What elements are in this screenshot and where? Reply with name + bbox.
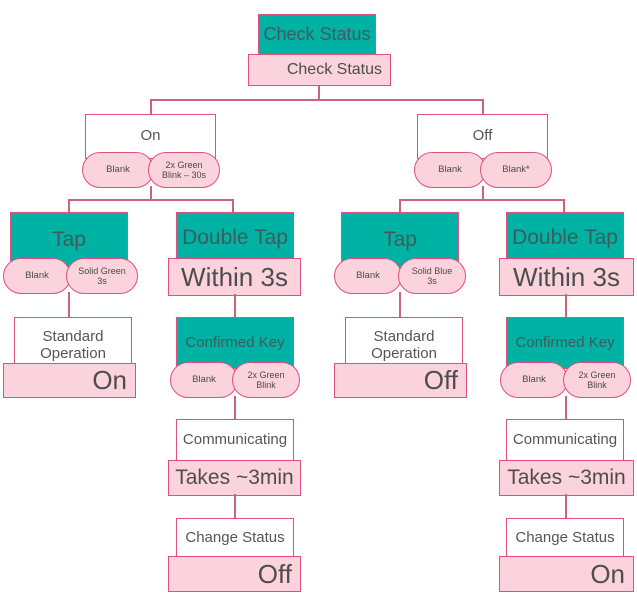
col-on-dt-value: Within 3s (168, 258, 301, 296)
col-off-tap-pill-left: Blank (334, 258, 402, 294)
col-on-dt-step2-header: Confirmed Key (176, 317, 294, 369)
col-off-dt-pill-left: Blank (500, 362, 568, 398)
branch-on-pill-right-line2: Blink – 30s (161, 170, 207, 180)
col-on-dt-pill-left: Blank (170, 362, 238, 398)
root-value: Check Status (248, 54, 391, 86)
col-off-tap-pill-right: Solid Blue 3s (398, 258, 466, 294)
col-off-tap-step2-value: Off (334, 363, 467, 398)
connector-off-tap-down (399, 292, 401, 318)
connector-on-tap-down (68, 292, 70, 318)
branch-on-pill-left: Blank (82, 152, 154, 188)
connector-off-split (399, 199, 565, 201)
connector-to-on (150, 99, 152, 114)
connector-on-down (150, 186, 152, 200)
connector-on-to-doubletap (232, 199, 234, 212)
col-off-tap-pill-right-line2: 3s (427, 276, 437, 286)
connector-root-split (150, 99, 484, 101)
col-on-tap-step2-line2: Operation (40, 344, 106, 362)
col-on-dt-pill-right-line2: Blink (256, 380, 276, 390)
col-off-dt-pill-right-line1: 2x Green (578, 369, 616, 380)
connector-off-to-doubletap (563, 199, 565, 212)
col-on-dt-pill-right-line1: 2x Green (247, 369, 285, 380)
col-on-dt-step4-header: Change Status (176, 518, 294, 559)
branch-on-pill-right: 2x Green Blink – 30s (148, 152, 220, 188)
branch-off-pill-right: Blank* (480, 152, 552, 188)
col-off-dt-value: Within 3s (499, 258, 634, 296)
connector-on-to-tap (68, 199, 70, 212)
col-on-dt-step4-value: Off (168, 556, 301, 592)
col-off-dt-step3-header: Communicating (506, 419, 624, 461)
connector-off-dt-down (565, 294, 567, 318)
col-off-dt-step3-value: Takes ~3min (499, 460, 634, 496)
connector-off-down (482, 186, 484, 200)
col-off-tap-step2-line1: Standard (373, 327, 435, 345)
branch-on-pill-right-line1: 2x Green (165, 159, 203, 170)
branch-off-pill-left: Blank (414, 152, 486, 188)
col-off-tap-step2-line2: Operation (371, 344, 437, 362)
col-off-dt-step4-header: Change Status (506, 518, 624, 559)
col-on-tap-pill-right: Solid Green 3s (66, 258, 138, 294)
col-off-dt-header: Double Tap (506, 212, 624, 264)
col-on-tap-pill-left: Blank (3, 258, 71, 294)
connector-root-down (318, 86, 320, 100)
col-off-dt-pill-right: 2x Green Blink (563, 362, 631, 398)
col-off-tap-pill-right-line1: Solid Blue (411, 265, 453, 276)
col-on-tap-pill-right-line2: 3s (97, 276, 107, 286)
connector-on-split (68, 199, 234, 201)
col-on-tap-step2-value: On (3, 363, 136, 398)
col-on-dt-header: Double Tap (176, 212, 294, 264)
col-off-dt-step2-header: Confirmed Key (506, 317, 624, 369)
connector-off-to-tap (399, 199, 401, 212)
connector-off-dt-down-2 (565, 396, 567, 420)
col-off-dt-step4-value: On (499, 556, 634, 592)
connector-on-dt-down (234, 294, 236, 318)
root-header: Check Status (258, 14, 376, 54)
col-off-dt-pill-right-line2: Blink (587, 380, 607, 390)
col-on-dt-step3-header: Communicating (176, 419, 294, 461)
connector-to-off (482, 99, 484, 114)
col-on-dt-step3-value: Takes ~3min (168, 460, 301, 496)
col-on-dt-pill-right: 2x Green Blink (232, 362, 300, 398)
connector-on-dt-down-3 (234, 494, 236, 518)
col-on-tap-step2-line1: Standard (42, 327, 104, 345)
col-on-tap-pill-right-line1: Solid Green (78, 265, 126, 276)
connector-off-dt-down-3 (565, 494, 567, 518)
connector-on-dt-down-2 (234, 396, 236, 420)
